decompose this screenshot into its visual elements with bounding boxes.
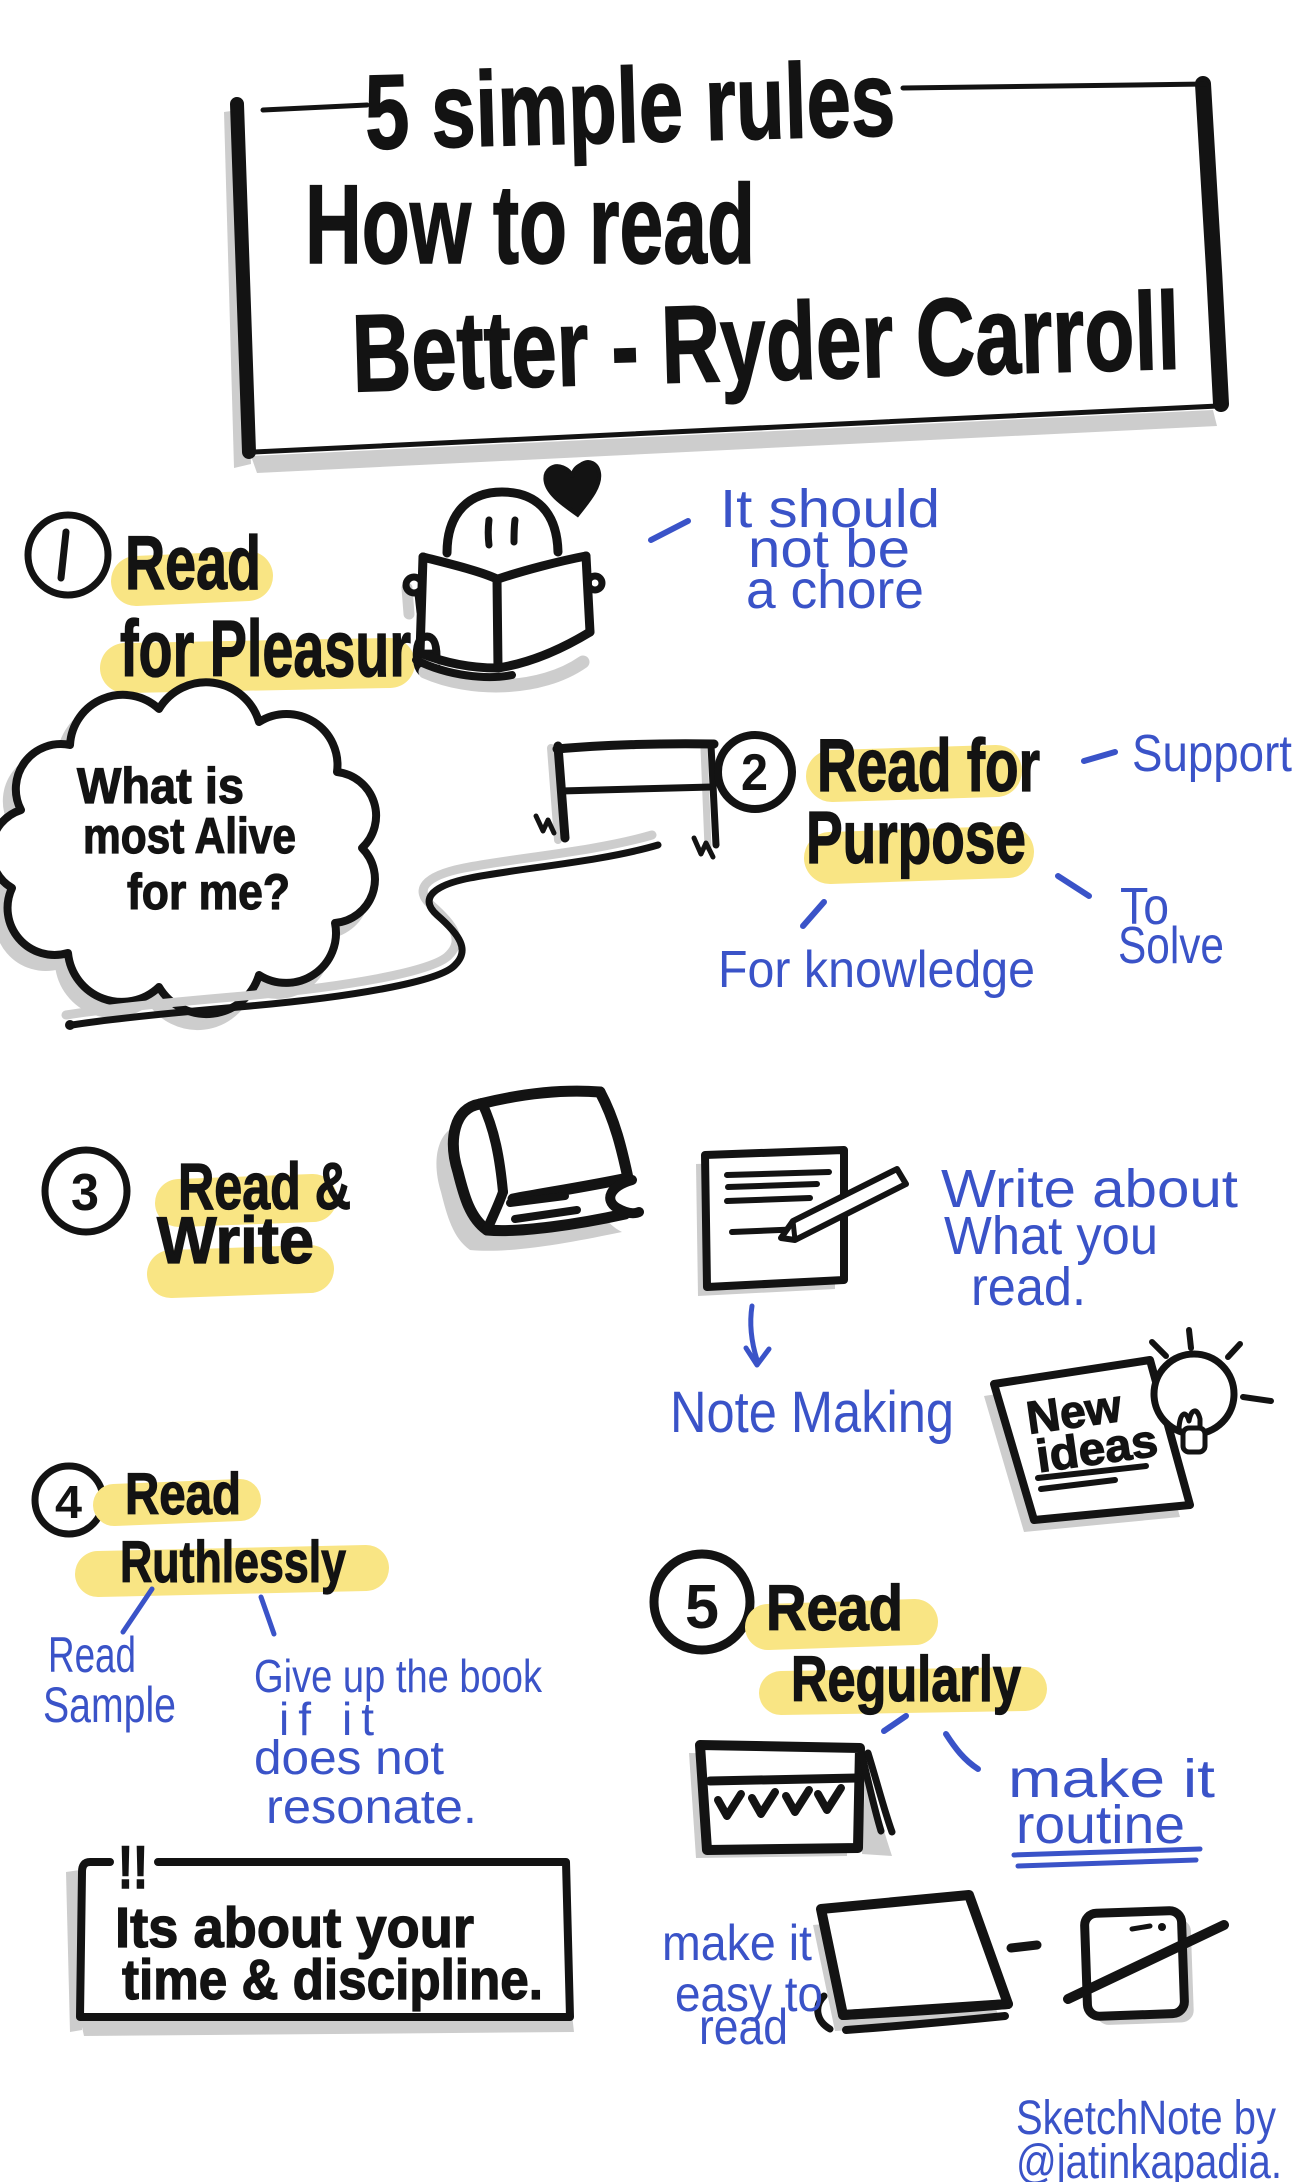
svg-text:To: To bbox=[1120, 878, 1169, 936]
svg-text:!!: !! bbox=[118, 1834, 148, 1901]
svg-text:resonate.: resonate. bbox=[266, 1781, 477, 1834]
svg-text:How to read: How to read bbox=[305, 162, 755, 287]
svg-text:5 simple rules: 5 simple rules bbox=[363, 40, 896, 172]
svg-text:3: 3 bbox=[71, 1164, 99, 1222]
svg-text:does not: does not bbox=[254, 1732, 444, 1785]
svg-text:Support: Support bbox=[1132, 725, 1292, 783]
svg-text:Write about: Write about bbox=[941, 1159, 1238, 1219]
svg-text:make it: make it bbox=[1008, 1749, 1215, 1809]
svg-text:make it: make it bbox=[662, 1915, 812, 1971]
svg-text:Read &: Read & bbox=[178, 1149, 351, 1223]
svg-text:Read: Read bbox=[48, 1627, 136, 1683]
svg-text:Solve: Solve bbox=[1118, 917, 1224, 975]
svg-text:Ruthlessly: Ruthlessly bbox=[120, 1530, 346, 1595]
svg-text:a chore: a chore bbox=[746, 560, 924, 620]
svg-text:time & discipline.: time & discipline. bbox=[122, 1948, 543, 2012]
svg-text:for Pleasure: for Pleasure bbox=[120, 604, 442, 693]
svg-text:What is: What is bbox=[77, 758, 244, 814]
svg-text:easy to: easy to bbox=[675, 1966, 823, 2022]
svg-text:Write: Write bbox=[157, 1203, 314, 1277]
svg-text:Read for: Read for bbox=[817, 724, 1040, 807]
svg-text:5: 5 bbox=[685, 1573, 719, 1642]
svg-text:Note Making: Note Making bbox=[670, 1380, 954, 1445]
svg-text:Its about your: Its about your bbox=[115, 1896, 474, 1960]
svg-text:for me?: for me? bbox=[127, 864, 290, 920]
svg-text:@jatinkapadia.: @jatinkapadia. bbox=[1016, 2136, 1282, 2182]
svg-text:read.: read. bbox=[971, 1257, 1086, 1317]
svg-text:It should: It should bbox=[720, 479, 940, 539]
svg-text:Give up the book: Give up the book bbox=[254, 1650, 543, 1702]
svg-text:4: 4 bbox=[55, 1476, 82, 1528]
svg-text:most Alive: most Alive bbox=[83, 808, 296, 864]
svg-text:routine: routine bbox=[1016, 1795, 1185, 1855]
svg-text:read: read bbox=[699, 1999, 788, 2055]
svg-text:SketchNote by: SketchNote by bbox=[1016, 2092, 1276, 2145]
svg-text:Read: Read bbox=[125, 1462, 241, 1527]
svg-text:What you: What you bbox=[944, 1206, 1158, 1266]
svg-text:Better - Ryder Carroll: Better - Ryder Carroll bbox=[350, 269, 1181, 415]
svg-text:Purpose: Purpose bbox=[806, 796, 1026, 879]
svg-text:not be: not be bbox=[748, 519, 910, 579]
svg-text:For knowledge: For knowledge bbox=[718, 941, 1035, 999]
svg-text:2: 2 bbox=[741, 744, 768, 802]
svg-text:Regularly: Regularly bbox=[791, 1643, 1021, 1715]
svg-text:Read: Read bbox=[766, 1572, 903, 1644]
svg-text:Sample: Sample bbox=[43, 1677, 176, 1733]
svg-text:Read: Read bbox=[125, 521, 261, 606]
